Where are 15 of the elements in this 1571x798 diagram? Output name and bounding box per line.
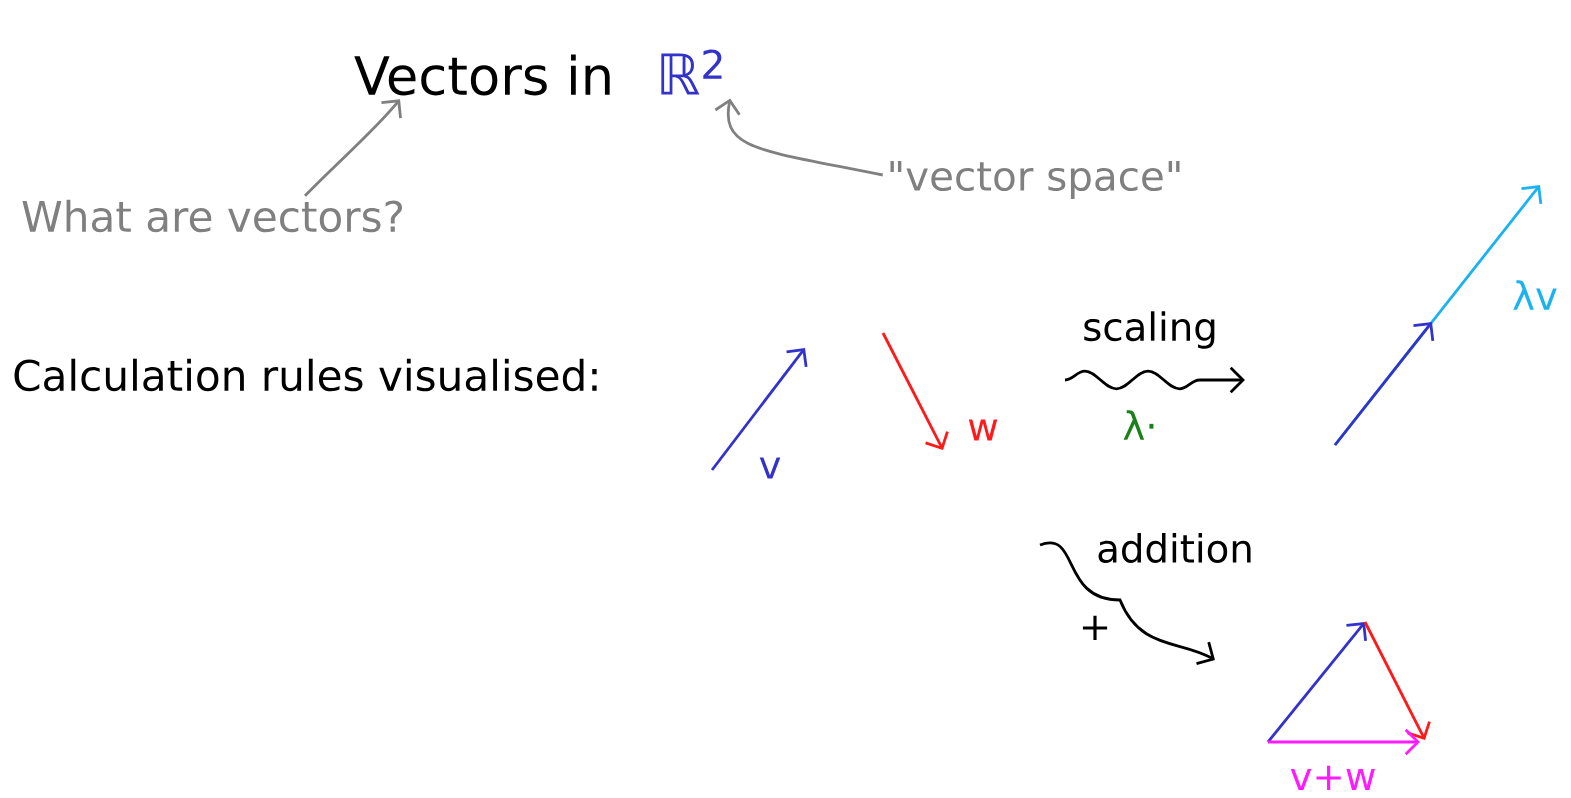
vector-label: w bbox=[968, 419, 998, 441]
vector-label: v bbox=[759, 457, 781, 479]
arrow bbox=[304, 99, 402, 197]
heading-text: Calculation rules visualised: bbox=[14, 358, 597, 392]
vector-label: v+w bbox=[1290, 765, 1375, 791]
operator-label: λ· bbox=[1123, 410, 1154, 440]
operator-label: + bbox=[1082, 615, 1108, 641]
vector-label: λv bbox=[1513, 280, 1557, 310]
title-text: Vectors in bbox=[354, 54, 610, 96]
note-text: "vector space" bbox=[890, 161, 1180, 199]
operation-label: addition bbox=[1098, 533, 1251, 563]
operation-label: scaling bbox=[1084, 311, 1215, 349]
arrow bbox=[714, 98, 883, 177]
question-text: What are vectors? bbox=[22, 199, 402, 233]
set-symbol: ℝ$^{2}$ bbox=[661, 49, 722, 95]
